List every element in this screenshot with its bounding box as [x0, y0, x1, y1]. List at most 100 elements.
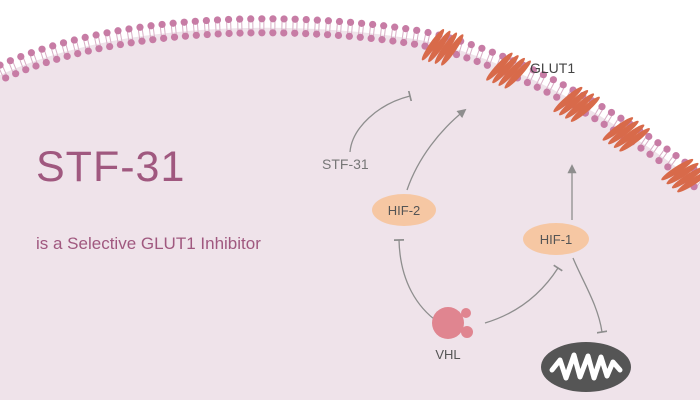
hif2-label: HIF-2 — [388, 203, 421, 218]
hif2-activation-arrow — [406, 108, 467, 191]
lipid-head — [313, 16, 321, 24]
lipid-head — [549, 76, 557, 84]
lipid-head — [22, 66, 30, 74]
lipid-head — [236, 29, 244, 37]
lipid-head — [59, 39, 68, 47]
lipid-head — [664, 163, 672, 171]
lipid-head — [391, 23, 399, 31]
cell-membrane — [0, 15, 700, 191]
vhl-icon — [432, 307, 473, 339]
lipid-head — [334, 31, 343, 40]
lipid-head — [192, 31, 200, 39]
lipid-head — [269, 29, 277, 37]
lipid-head — [27, 49, 35, 57]
glut1-helix — [671, 166, 700, 189]
lipid-head — [125, 25, 133, 33]
glut1-label: GLUT1 — [530, 60, 575, 76]
lipid-head — [646, 150, 654, 158]
lipid-head — [452, 50, 461, 59]
lipid-head — [473, 57, 481, 66]
lipid-head — [323, 31, 332, 39]
lipid-head — [483, 61, 491, 69]
lipid-head — [389, 37, 397, 45]
lipid-head — [269, 15, 277, 23]
lipid-head — [324, 17, 332, 25]
lipid-head — [356, 33, 364, 41]
lipid-head — [84, 47, 92, 55]
lipid-head — [367, 34, 375, 42]
vhl-inhibits-hif1-arrow — [484, 264, 563, 324]
glut1-helix — [570, 96, 600, 122]
lipid-head — [181, 32, 190, 40]
lipid-head — [291, 29, 299, 37]
lipid-head — [478, 44, 486, 52]
vhl-label: VHL — [435, 347, 460, 362]
lipid-head — [127, 39, 135, 47]
lipid-head — [488, 48, 496, 56]
lipid-head — [114, 27, 122, 35]
lipid-head — [247, 29, 255, 37]
glut1-transporter-icon — [661, 158, 700, 193]
stf31-inhibition-arrow — [349, 90, 413, 153]
lipid-head — [280, 15, 288, 23]
lipid-head — [302, 16, 310, 24]
lipid-head — [655, 156, 663, 165]
lipid-head — [0, 61, 4, 69]
glut1-helix — [553, 86, 583, 113]
lipid-head — [202, 16, 210, 25]
glut1-helix — [428, 30, 451, 63]
lipid-head — [345, 32, 353, 40]
lipid-head — [92, 31, 100, 39]
lipid-head — [191, 17, 199, 25]
lipid-head — [559, 81, 567, 89]
lipid-head — [170, 33, 179, 41]
lipid-head — [663, 145, 671, 153]
lipid-head — [180, 18, 188, 26]
lipid-head — [63, 52, 71, 60]
lipid-tail — [0, 68, 3, 75]
lipid-head — [247, 15, 255, 23]
lipid-head — [95, 45, 103, 53]
glut1-transporters — [421, 29, 700, 193]
lipid-head — [529, 66, 537, 74]
lipid-head — [617, 114, 625, 122]
lipid-head — [410, 40, 419, 48]
lipid-head — [654, 139, 662, 147]
glut1-helix — [498, 57, 525, 86]
page-title: STF-31 — [36, 143, 186, 191]
lipid-head — [138, 37, 146, 45]
lipid-head — [214, 30, 222, 38]
lipid-head — [74, 50, 82, 58]
lipid-head — [224, 15, 233, 24]
lipid-head — [591, 115, 599, 123]
lipid-head — [17, 52, 25, 61]
lipid-head — [81, 33, 89, 42]
lipid-head — [258, 29, 266, 37]
glut1-helix — [661, 158, 694, 181]
lipid-head — [369, 20, 377, 29]
lipid-head — [169, 19, 177, 27]
hif2-node: HIF-2 — [372, 194, 436, 226]
lipid-head — [402, 25, 410, 33]
lipid-head — [553, 93, 561, 101]
lipid-head — [160, 34, 168, 42]
lipid-head — [539, 71, 548, 79]
lipid-head — [213, 16, 222, 24]
lipid-head — [42, 58, 50, 67]
lipid-head — [280, 29, 288, 37]
lipid-head — [70, 36, 78, 44]
glut1-helix — [602, 117, 634, 141]
hif1-node: HIF-1 — [523, 223, 589, 255]
lipid-head — [2, 74, 10, 82]
lipid-head — [258, 15, 266, 23]
lipid-head — [467, 41, 475, 49]
lipid-head — [53, 55, 61, 63]
lipid-head — [116, 40, 125, 49]
lipid-head — [158, 20, 166, 29]
glut1-transporter-icon — [421, 29, 464, 66]
lipid-head — [346, 18, 355, 26]
glut1-helix — [434, 32, 458, 64]
lipid-head — [6, 57, 14, 65]
